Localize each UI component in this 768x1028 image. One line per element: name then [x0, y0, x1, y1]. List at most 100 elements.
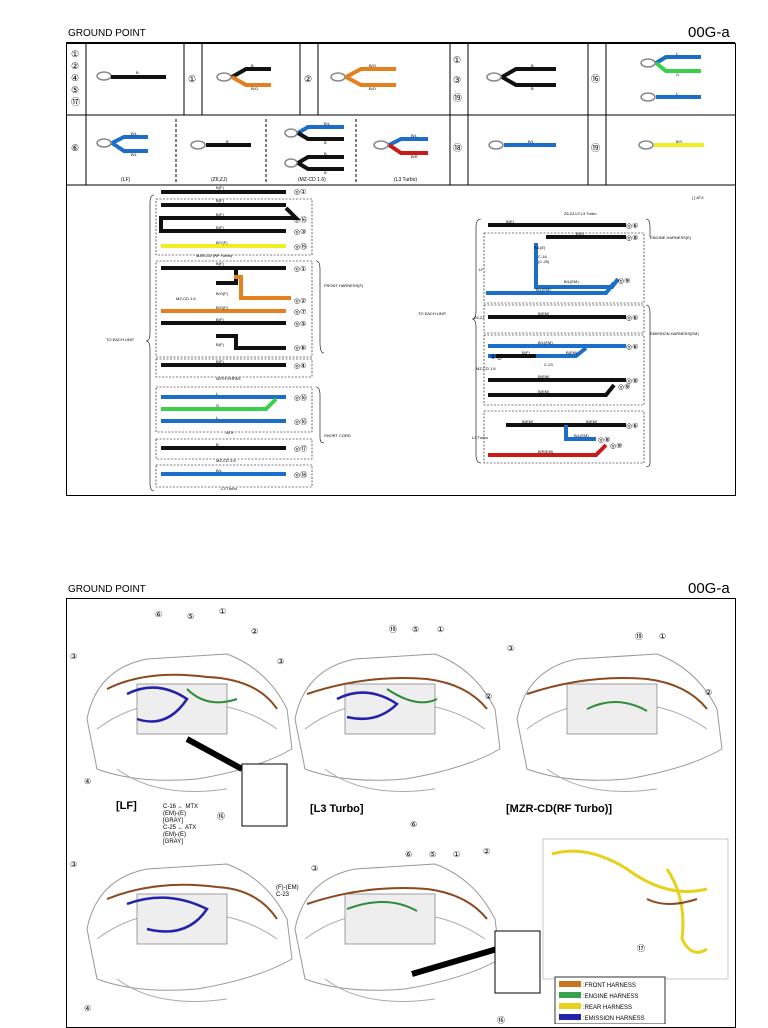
- car-label-lf: [LF]: [116, 800, 137, 812]
- svg-text:◎⑥: ◎⑥: [626, 422, 638, 430]
- svg-text:⑧◎: ⑧◎: [490, 353, 502, 361]
- svg-text::FRONT HARNESS: :FRONT HARNESS: [583, 983, 636, 989]
- svg-text:⑰: ⑰: [637, 944, 645, 953]
- svg-text:⑥: ⑥: [405, 850, 412, 859]
- svg-text:B: B: [531, 86, 534, 91]
- svg-text:LF: LF: [479, 267, 484, 272]
- svg-text:◎⑥: ◎⑥: [626, 314, 638, 322]
- svg-text:B/L(EM): B/L(EM): [538, 340, 553, 345]
- svg-text:③: ③: [70, 860, 77, 869]
- svg-text:⑯: ⑯: [497, 1016, 505, 1024]
- svg-text:B(EM): B(EM): [538, 389, 550, 394]
- svg-text::REAR HARNESS: :REAR HARNESS: [583, 1005, 632, 1011]
- svg-text:◎⑯: ◎⑯: [294, 216, 307, 224]
- svg-text:B/L(EM): B/L(EM): [536, 287, 551, 292]
- svg-text:B/O(F): B/O(F): [216, 291, 229, 296]
- label-to-each-unit: TO EACH UNIT: [106, 337, 135, 342]
- svg-text:C-23: C-23: [544, 362, 553, 367]
- svg-text:◎②: ◎②: [294, 297, 306, 305]
- svg-text:MZ-CD 1.6: MZ-CD 1.6: [176, 296, 196, 301]
- svg-text:⑰: ⑰: [71, 97, 80, 107]
- svg-text:B(F): B(F): [216, 342, 224, 347]
- svg-text:①: ①: [659, 632, 666, 641]
- svg-text::ENGINE HARNESS: :ENGINE HARNESS: [583, 994, 638, 1000]
- svg-text:L3 Turbo: L3 Turbo: [472, 435, 489, 440]
- svg-text:③: ③: [453, 75, 461, 85]
- svg-text:B/Y(F): B/Y(F): [216, 240, 228, 245]
- svg-text:B(F): B(F): [216, 198, 224, 203]
- svg-text:⑥: ⑥: [71, 143, 79, 153]
- svg-text:B/L: B/L: [324, 121, 331, 126]
- svg-text:ENGINE HARNESS(E): ENGINE HARNESS(E): [650, 235, 692, 240]
- svg-text:B/Y: B/Y: [676, 139, 683, 144]
- svg-text:②: ②: [251, 627, 258, 636]
- svg-text:B(F): B(F): [522, 350, 530, 355]
- svg-text:B(F): B(F): [216, 212, 224, 217]
- svg-text:◎⑯: ◎⑯: [294, 418, 307, 426]
- svg-text:B: B: [251, 63, 254, 68]
- svg-text:◎⑲: ◎⑲: [294, 243, 307, 251]
- svg-text:◎⑧: ◎⑧: [626, 234, 638, 242]
- svg-text:B/L: B/L: [411, 133, 418, 138]
- svg-text:B/L: B/L: [216, 468, 223, 473]
- svg-text:④: ④: [84, 777, 91, 786]
- svg-text:B: B: [226, 139, 229, 144]
- svg-text:◎⑥: ◎⑥: [294, 344, 306, 352]
- svg-text:B/O: B/O: [369, 63, 376, 68]
- svg-text:Z6,ZJ: Z6,ZJ: [474, 315, 484, 320]
- svg-text:L: L: [216, 391, 219, 396]
- svg-text:◎④: ◎④: [294, 362, 306, 370]
- car-mz-cd: [86, 863, 293, 1002]
- page1-rule: [66, 42, 735, 43]
- svg-text:(L3 Turbo): (L3 Turbo): [394, 177, 417, 183]
- svg-text:ATX: ATX: [226, 430, 234, 435]
- svg-text:◎⑧: ◎⑧: [626, 377, 638, 385]
- label-front-harness: FRONT HARNESS(F): [324, 283, 364, 288]
- svg-text::EMISSION HARNESS: :EMISSION HARNESS: [583, 1016, 645, 1022]
- svg-text:B(EM): B(EM): [522, 419, 534, 424]
- svg-text:④: ④: [71, 73, 79, 83]
- page2-code: 00G-a: [688, 580, 730, 597]
- car-label-l3: [L3 Turbo]: [310, 803, 364, 815]
- svg-text:◎⑥: ◎⑥: [626, 222, 638, 230]
- svg-text:[ ] ATX: [ ] ATX: [692, 195, 704, 200]
- svg-text:B/O: B/O: [369, 86, 376, 91]
- wire-label: B: [136, 70, 139, 75]
- car-mzr: [516, 653, 723, 792]
- svg-text:MZ-CD 1.6: MZ-CD 1.6: [216, 458, 236, 463]
- svg-text:B(EM): B(EM): [586, 419, 598, 424]
- svg-text:B(E): B(E): [506, 219, 515, 224]
- svg-text:TO EACH UNIT: TO EACH UNIT: [418, 311, 447, 316]
- svg-text:⑲: ⑲: [591, 143, 600, 153]
- fem-connector-note: (F)-(EM)C-23: [276, 885, 299, 898]
- svg-text:L: L: [216, 415, 219, 420]
- svg-text:◎⑯: ◎⑯: [294, 394, 307, 402]
- svg-text:①: ①: [71, 49, 79, 59]
- harness-legend: :FRONT HARNESS :ENGINE HARNESS :REAR HAR…: [554, 976, 666, 1024]
- svg-text:③: ③: [311, 864, 318, 873]
- svg-text:B(F): B(F): [216, 359, 224, 364]
- svg-text:①: ①: [188, 74, 196, 84]
- svg-text:(C-25): (C-25): [538, 259, 550, 264]
- svg-text:③: ③: [70, 652, 77, 661]
- svg-text:⑲: ⑲: [389, 625, 397, 634]
- svg-text:B: B: [324, 140, 327, 145]
- svg-text:②: ②: [71, 61, 79, 71]
- page2-title: GROUND POINT: [68, 584, 146, 595]
- svg-text:⑱: ⑱: [453, 143, 462, 153]
- svg-text:◎①: ◎①: [294, 265, 306, 273]
- svg-text:⑤: ⑤: [412, 625, 419, 634]
- svg-text:②: ②: [705, 688, 712, 697]
- svg-text:⑲: ⑲: [635, 632, 643, 641]
- page1-title: GROUND POINT: [68, 28, 146, 39]
- svg-text:◎⑰: ◎⑰: [294, 445, 307, 453]
- svg-text:L: L: [676, 51, 679, 56]
- svg-text:③: ③: [277, 657, 284, 666]
- svg-text:B(F): B(F): [216, 225, 224, 230]
- svg-text:B(EM): B(EM): [538, 311, 550, 316]
- svg-text:②: ②: [485, 692, 492, 701]
- svg-text:WITH EHPAS: WITH EHPAS: [216, 376, 241, 381]
- svg-text:◎⑧: ◎⑧: [598, 436, 610, 444]
- svg-text:B: B: [324, 151, 327, 156]
- page1-code: 00G-a: [688, 24, 730, 41]
